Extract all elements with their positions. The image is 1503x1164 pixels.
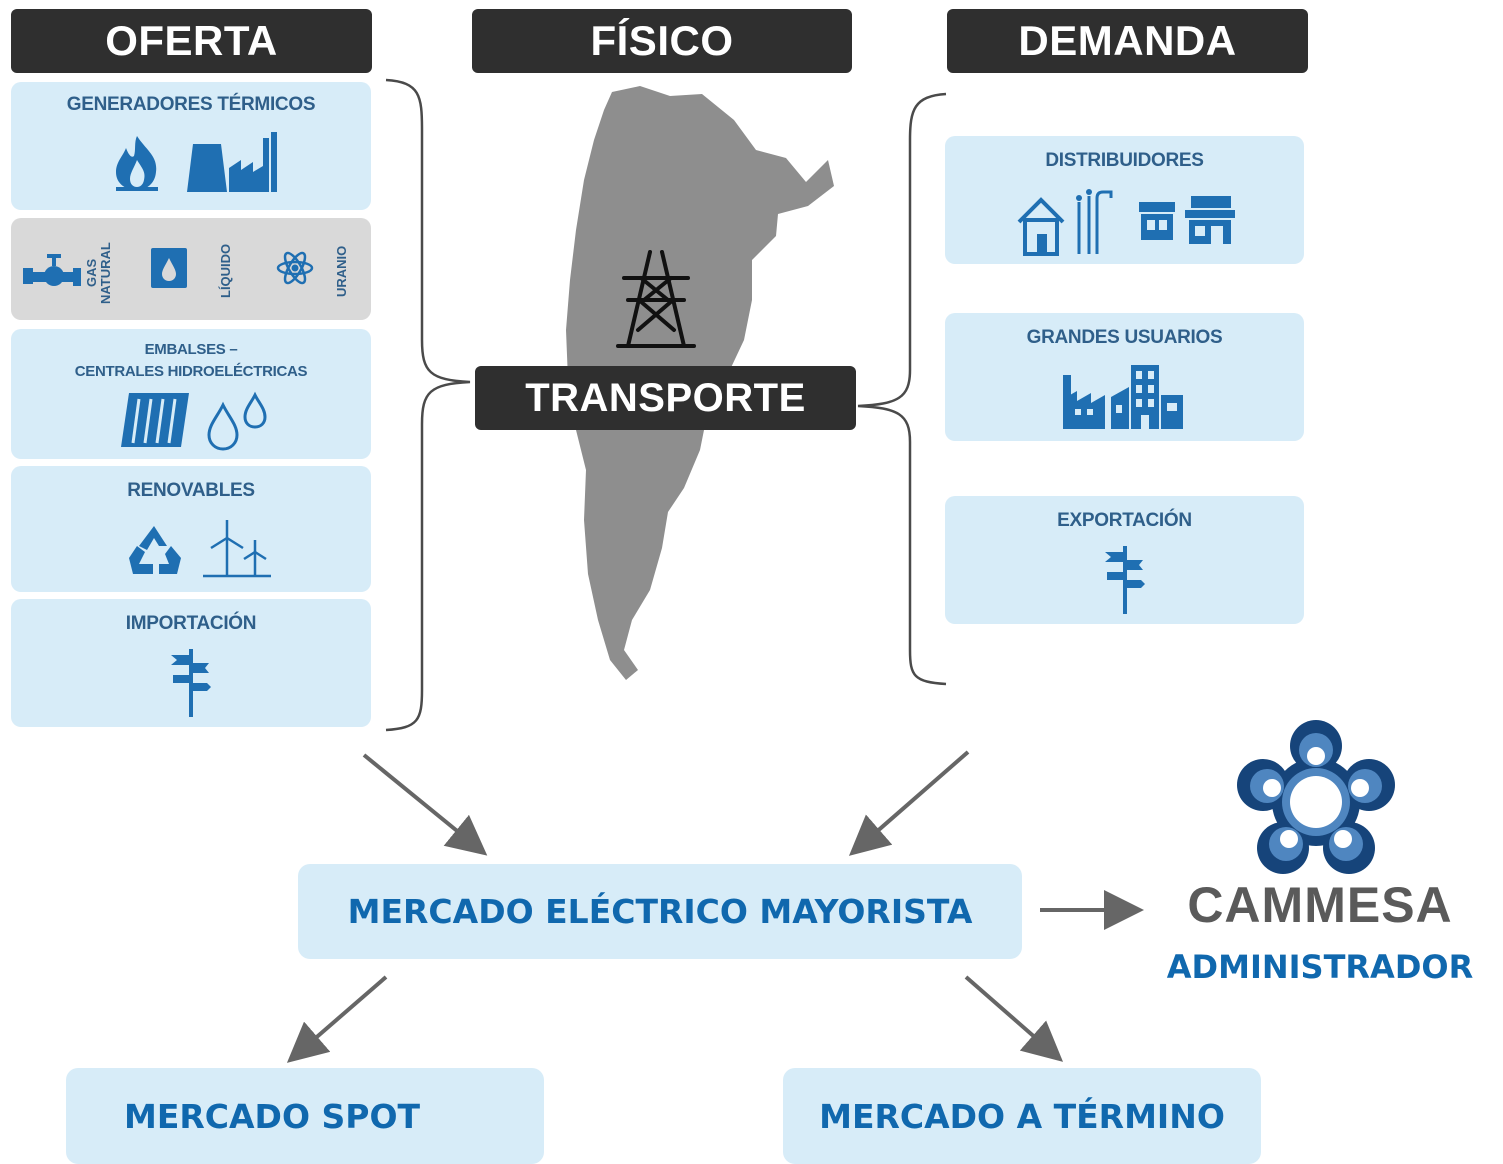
factory-buildings-icon (1063, 365, 1183, 429)
gas-valve-icon (23, 254, 81, 286)
shops-icon (1139, 196, 1235, 244)
wholesale-market-box: MERCADO ELÉCTRICO MAYORISTA (298, 864, 1022, 959)
flow-arrows (286, 750, 1144, 1063)
distributors-card: DISTRIBUIDORES (945, 136, 1304, 264)
thermal-generators-card: GENERADORES TÉRMICOS (11, 82, 371, 210)
renewables-card: RENOVABLES (11, 466, 371, 592)
transport-box: TRANSPORTE (475, 366, 856, 430)
right-brace (857, 92, 947, 686)
transmission-tower-icon (616, 250, 696, 348)
dam-icon (121, 393, 189, 447)
thermal-generators-label: GENERADORES TÉRMICOS (66, 94, 316, 115)
arrow-demand-to-market (848, 750, 970, 856)
signpost-icon (171, 649, 211, 717)
large-users-card: GRANDES USUARIOS (945, 313, 1304, 441)
spot-market-box: MERCADO SPOT (66, 1068, 544, 1164)
header-oferta: OFERTA (11, 9, 372, 73)
header-fisico: FÍSICO (472, 9, 852, 73)
hydro-card: EMBALSES – CENTRALES HIDROELÉCTRICAS (11, 329, 371, 459)
header-demanda: DEMANDA (947, 9, 1308, 73)
wind-turbine-icon (203, 520, 271, 578)
large-users-label: GRANDES USUARIOS (1026, 327, 1223, 348)
administrator-label: ADMINISTRADOR (1166, 948, 1474, 986)
arrow-market-to-term (964, 975, 1064, 1062)
import-card: IMPORTACIÓN (11, 599, 371, 727)
export-label: EXPORTACIÓN (1057, 510, 1192, 531)
water-drops-icon (207, 391, 267, 451)
hydro-label-2: CENTRALES HIDROELÉCTRICAS (74, 363, 308, 380)
signpost-icon (1105, 546, 1145, 614)
export-card: EXPORTACIÓN (945, 496, 1304, 624)
hydro-label-1: EMBALSES – (144, 341, 238, 358)
flame-icon (116, 136, 158, 191)
cammesa-logo-icon (1237, 720, 1395, 874)
oil-barrel-icon (151, 248, 187, 288)
import-label: IMPORTACIÓN (125, 613, 257, 634)
cammesa-name: CAMMESA (1187, 877, 1453, 933)
left-brace (385, 78, 471, 732)
thermal-plant-icon (187, 132, 277, 192)
arrow-supply-to-market (362, 753, 488, 856)
renewables-label: RENOVABLES (127, 480, 255, 501)
distributors-label: DISTRIBUIDORES (1045, 150, 1204, 171)
house-streetlight-icon (1017, 189, 1113, 256)
atom-icon (276, 251, 314, 285)
arrow-market-to-spot (286, 975, 388, 1063)
fuels-card: GAS NATURAL LÍQUIDO URANIO (11, 218, 371, 320)
recycle-icon (129, 526, 181, 574)
term-market-box: MERCADO A TÉRMINO (783, 1068, 1261, 1164)
